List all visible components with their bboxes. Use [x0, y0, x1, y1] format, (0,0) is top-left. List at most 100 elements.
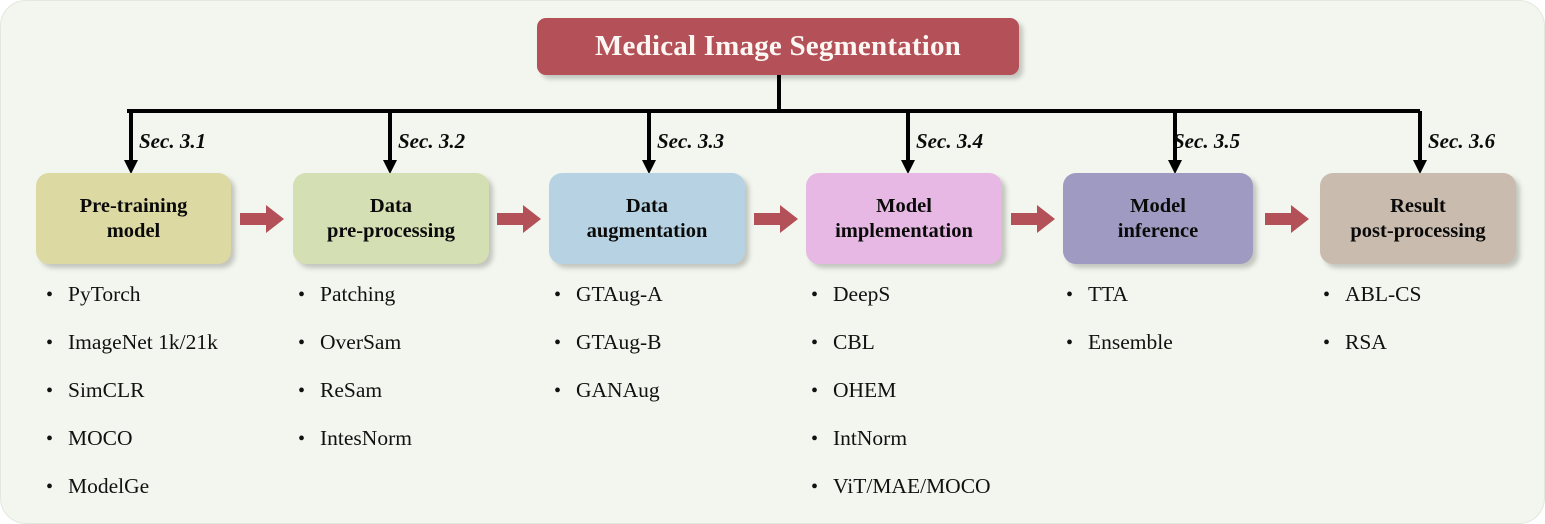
bullet-dot-icon: • [46, 428, 54, 450]
bullet-list-pre-training-model: •PyTorch•ImageNet 1k/21k•SimCLR•MOCO•Mod… [46, 282, 218, 522]
bullet-dot-icon: • [46, 476, 54, 498]
list-item: •ReSam [298, 378, 412, 426]
stage-label-line2: pre-processing [327, 219, 455, 242]
bullet-dot-icon: • [1323, 332, 1331, 354]
list-item: • GTAug-B [554, 330, 663, 378]
list-item: • TTA [1066, 282, 1173, 330]
drop-connector-model-inference [1173, 111, 1177, 162]
stage-label-line1: Data [625, 195, 669, 218]
bullet-text: OHEM [833, 378, 897, 402]
bullet-dot-icon: • [554, 380, 562, 402]
section-label-model-implementation: Sec. 3.4 [916, 129, 984, 153]
list-item: • SimCLR [46, 378, 218, 426]
trunk-connector-vertical [777, 75, 781, 113]
bullet-text: GANAug [576, 378, 660, 402]
list-item: •Patching [298, 282, 412, 330]
bullet-dot-icon: • [46, 332, 54, 354]
flow-arrow-2 [753, 205, 798, 233]
bullet-text: SimCLR [68, 378, 145, 402]
bullet-dot-icon: • [1323, 284, 1331, 306]
section-label-pre-training-model: Sec. 3.1 [139, 129, 207, 153]
bullet-dot-icon: • [811, 380, 819, 402]
stage-label-line2: model [106, 219, 161, 242]
bullet-list-model-inference: • TTA • Ensemble [1066, 282, 1173, 378]
bullet-list-model-implementation: •DeepS•CBL•OHEM•IntNorm•ViT/MAE/MOCO [811, 282, 991, 522]
list-item: •PyTorch [46, 282, 218, 330]
bullet-dot-icon: • [1066, 284, 1074, 306]
stage-label-line1: Data [369, 195, 413, 218]
stage-label-line2: augmentation [586, 219, 708, 242]
list-item: •ABL-CS [1323, 282, 1421, 330]
bullet-list-result-post-processing: •ABL-CS• RSA [1323, 282, 1421, 378]
list-item: • GANAug [554, 378, 663, 426]
flow-arrow-3 [1010, 205, 1055, 233]
bullet-text: GTAug-A [576, 282, 663, 306]
bullet-text: PyTorch [68, 282, 141, 306]
stage-label-line1: Model [876, 195, 932, 218]
bullet-text: ModelGe [68, 474, 150, 498]
flow-arrow-1 [497, 205, 541, 233]
bullet-dot-icon: • [811, 476, 819, 498]
drop-arrowhead-data-pre-processing [382, 160, 397, 174]
list-item: •IntesNorm [298, 426, 412, 474]
drop-arrowhead-data-augmentation [641, 160, 656, 174]
bullet-text: Ensemble [1088, 330, 1173, 354]
drop-connector-result-post-processing [1418, 111, 1422, 162]
bullet-dot-icon: • [1066, 332, 1074, 354]
list-item: • ImageNet 1k/21k [46, 330, 218, 378]
section-label-model-inference: Sec. 3.5 [1173, 129, 1241, 153]
stage-label-line1: Result [1390, 195, 1446, 218]
bullet-text: ViT/MAE/MOCO [833, 474, 991, 498]
stage-label-line2: implementation [835, 219, 973, 242]
bullet-list-data-augmentation: • GTAug-A • GTAug-B • GANAug [554, 282, 663, 426]
list-item: • OverSam [298, 330, 412, 378]
flow-arrow-0 [240, 205, 284, 233]
bullet-dot-icon: • [554, 332, 562, 354]
list-item: • GTAug-A [554, 282, 663, 330]
bullet-text: IntNorm [833, 426, 908, 450]
list-item: • RSA [1323, 330, 1421, 378]
bullet-dot-icon: • [46, 380, 54, 402]
bullet-dot-icon: • [298, 332, 306, 354]
bullet-text: MOCO [68, 426, 133, 450]
bus-connector-horizontal [127, 109, 1420, 113]
section-label-result-post-processing: Sec. 3.6 [1428, 129, 1496, 153]
list-item: •IntNorm [811, 426, 991, 474]
drop-arrowhead-result-post-processing [1412, 160, 1427, 174]
page-title: Medical Image Segmentation [594, 30, 962, 62]
flow-arrow-4 [1264, 205, 1309, 233]
bullet-dot-icon: • [811, 332, 819, 354]
bullet-text: RSA [1345, 330, 1387, 354]
list-item: • OHEM [811, 378, 991, 426]
section-label-data-augmentation: Sec. 3.3 [657, 129, 725, 153]
drop-arrowhead-model-inference [1167, 160, 1182, 174]
bullet-text: CBL [833, 330, 875, 354]
drop-arrowhead-model-implementation [900, 160, 915, 174]
stage-label-line2: inference [1117, 219, 1199, 242]
drop-connector-data-pre-processing [388, 111, 392, 162]
list-item: •DeepS [811, 282, 991, 330]
stage-label-line1: Model [1130, 195, 1186, 218]
bullet-text: OverSam [320, 330, 402, 354]
list-item: • ViT/MAE/MOCO [811, 474, 991, 522]
list-item: • ModelGe [46, 474, 218, 522]
list-item: • CBL [811, 330, 991, 378]
bullet-dot-icon: • [298, 380, 306, 402]
stage-label-line2: post-processing [1350, 219, 1486, 242]
list-item: • Ensemble [1066, 330, 1173, 378]
drop-connector-data-augmentation [647, 111, 651, 162]
bullet-dot-icon: • [554, 284, 562, 306]
bullet-text: TTA [1088, 282, 1129, 306]
bullet-text: GTAug-B [576, 330, 662, 354]
bullet-text: ImageNet 1k/21k [68, 330, 218, 354]
